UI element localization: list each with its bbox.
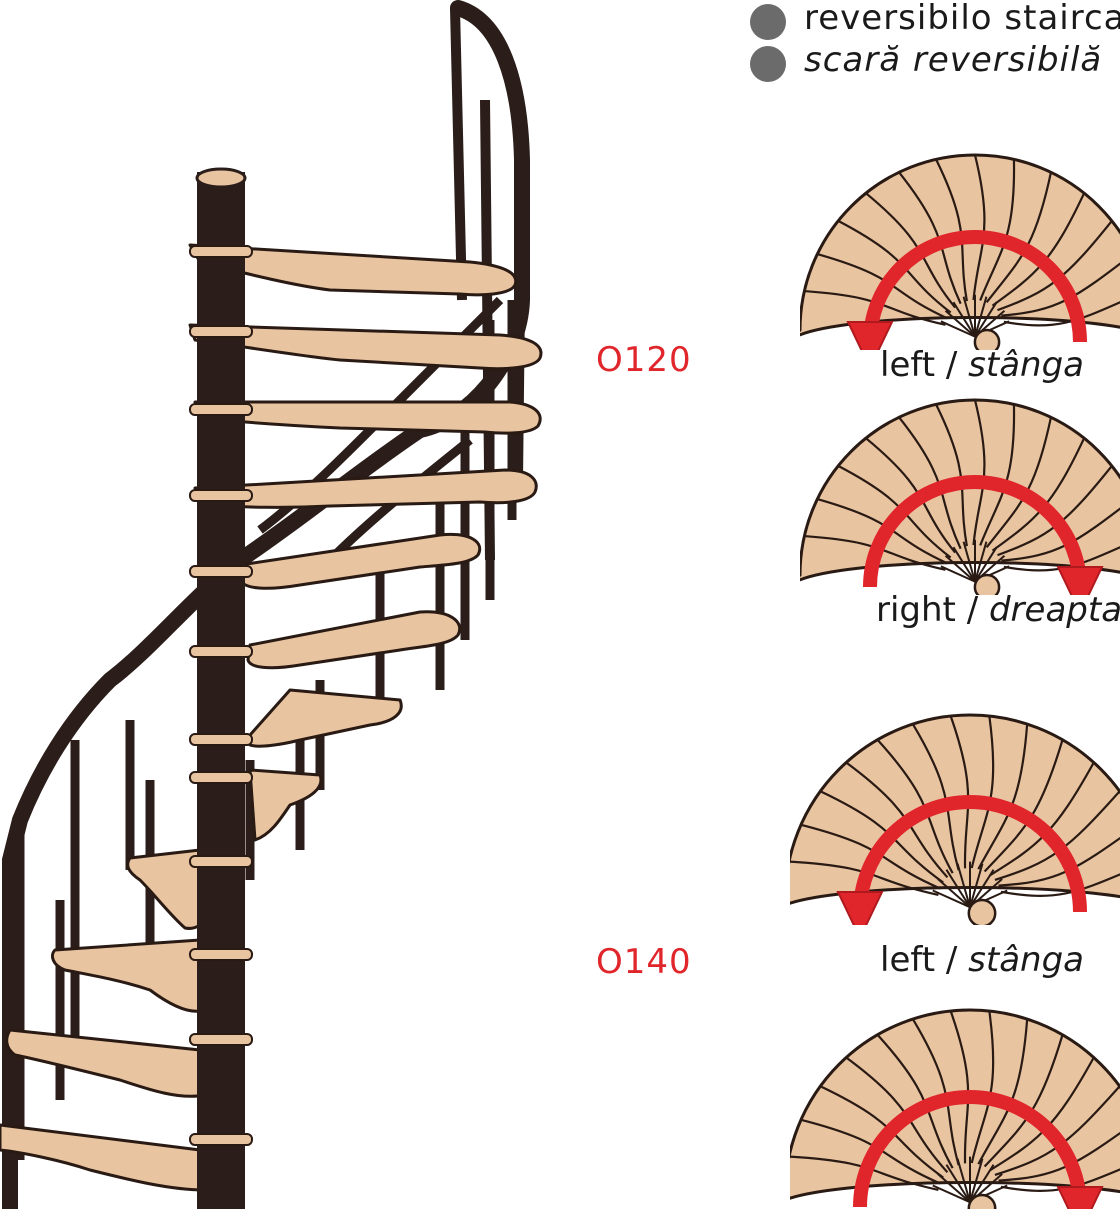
stair-tread xyxy=(188,243,518,297)
column-collar xyxy=(189,855,253,868)
stair-tread xyxy=(0,1123,207,1192)
inner-spoke xyxy=(974,541,988,582)
inner-spoke xyxy=(952,546,976,583)
direction-label-right-120: right / dreapta xyxy=(876,590,1120,630)
inner-spoke xyxy=(945,1164,971,1203)
inner-spoke xyxy=(937,1173,971,1203)
stair-tread xyxy=(188,323,543,371)
inner-spoke xyxy=(956,1158,971,1203)
direction-separator: / xyxy=(935,345,969,385)
column-collar xyxy=(189,403,253,416)
arrow-right-icon xyxy=(1056,1186,1104,1209)
direction-label-left-120: left / stânga xyxy=(880,345,1084,385)
inner-spoke xyxy=(937,878,971,908)
column-collar xyxy=(189,733,253,746)
center-column-circle xyxy=(967,898,997,925)
stair-plan-right-140 xyxy=(790,1008,1120,1209)
column-collar xyxy=(189,771,253,784)
inner-spoke xyxy=(932,889,971,909)
inner-spoke xyxy=(944,309,976,338)
direction-en: left xyxy=(880,940,936,980)
stair-tread xyxy=(248,688,403,748)
direction-en: left xyxy=(880,345,936,385)
inner-spoke xyxy=(940,320,976,338)
stair-plan-left-140 xyxy=(790,713,1120,925)
direction-ro: stânga xyxy=(968,345,1085,385)
inner-spoke xyxy=(974,546,998,583)
stair-tread xyxy=(5,1028,207,1098)
size-label-120: O120 xyxy=(596,340,692,380)
column-collar xyxy=(189,645,253,658)
center-column-circle xyxy=(973,328,1001,350)
handrail xyxy=(1,0,530,1209)
column-collar xyxy=(189,1033,253,1046)
column-collar xyxy=(189,1133,253,1146)
size-label-140: O140 xyxy=(596,942,692,982)
center-column-circle xyxy=(973,573,1001,595)
column-collar xyxy=(189,565,253,578)
inner-spoke xyxy=(969,1158,984,1203)
arrow-left-icon xyxy=(836,891,884,925)
arrow-right-icon xyxy=(1056,566,1104,595)
bullet-dot-icon xyxy=(750,4,786,40)
inner-spoke xyxy=(944,554,976,583)
bullet-dot-icon xyxy=(750,46,786,82)
stair-tread xyxy=(193,400,542,435)
direction-arc xyxy=(863,230,1087,343)
column-cap xyxy=(195,167,247,189)
stair-tread xyxy=(238,532,482,590)
stair-plan-right-120 xyxy=(800,398,1120,595)
direction-arc xyxy=(853,1090,1087,1208)
direction-separator: / xyxy=(935,940,969,980)
inner-spoke xyxy=(956,863,971,908)
inner-spoke xyxy=(974,296,988,337)
column-collar xyxy=(189,325,253,338)
stair-tread xyxy=(51,938,207,1013)
inner-spoke xyxy=(969,1164,995,1203)
direction-ro: dreapta xyxy=(988,590,1120,630)
column-collar xyxy=(189,948,253,961)
center-column-circle xyxy=(967,1193,997,1209)
inner-spoke xyxy=(962,296,976,337)
direction-separator: / xyxy=(955,590,989,630)
direction-ro: stânga xyxy=(968,940,1085,980)
direction-label-left-140: left / stânga xyxy=(880,940,1084,980)
spiral-staircase-illustration xyxy=(0,0,543,1209)
inner-spoke xyxy=(932,1184,971,1204)
column-collar xyxy=(189,245,253,258)
stair-tread xyxy=(246,610,462,670)
inner-spoke xyxy=(945,869,971,908)
arrow-left-icon xyxy=(846,321,894,350)
direction-arc xyxy=(863,475,1087,588)
direction-en: right xyxy=(876,590,956,630)
inner-spoke xyxy=(969,863,984,908)
column-collar xyxy=(189,489,253,502)
legend-text-english: reversibilo stairca xyxy=(804,0,1120,38)
inner-spoke xyxy=(974,301,998,338)
stair-plan-left-120 xyxy=(800,153,1120,350)
inner-spoke xyxy=(962,541,976,582)
inner-spoke xyxy=(940,565,976,583)
legend-text-romanian: scară reversibilă xyxy=(804,40,1103,80)
direction-arc xyxy=(853,795,1087,913)
stair-tread xyxy=(248,768,323,842)
inner-spoke xyxy=(969,869,995,908)
inner-spoke xyxy=(952,301,976,338)
